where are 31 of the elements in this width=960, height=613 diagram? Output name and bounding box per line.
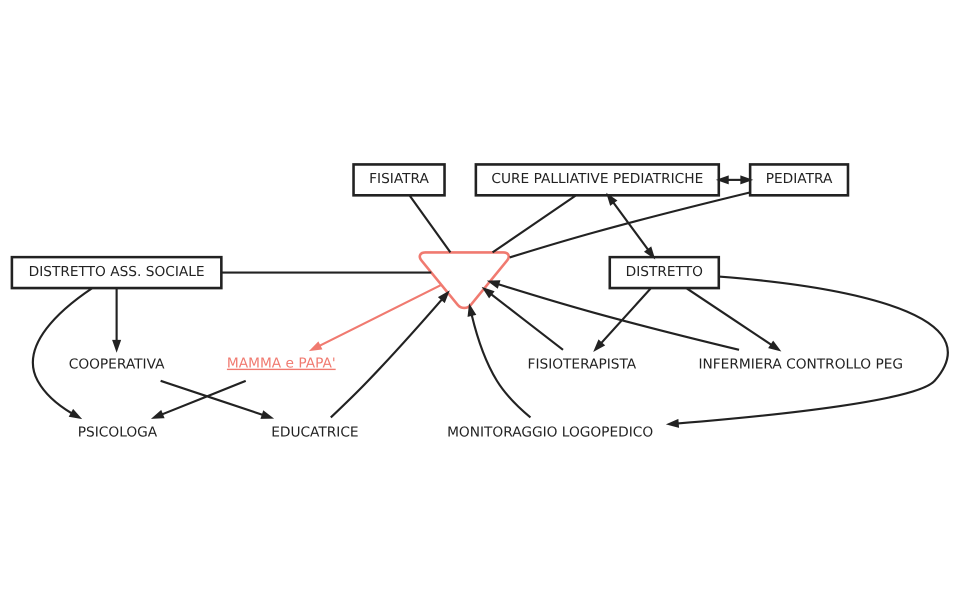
arrow xyxy=(308,284,442,352)
node-box: DISTRETTO ASS. SOCIALE xyxy=(10,256,223,290)
node-box: DISTRETTO xyxy=(608,256,720,290)
arrow xyxy=(486,280,740,351)
arrow xyxy=(330,290,450,418)
node-text: EDUCATRICE xyxy=(271,424,359,440)
arrow xyxy=(593,287,652,352)
arrow xyxy=(468,303,532,418)
connector xyxy=(222,272,432,274)
arrow xyxy=(606,192,656,260)
arrow xyxy=(482,286,564,351)
node-box: CURE PALLIATIVE PEDIATRICHE xyxy=(474,163,720,197)
node-box: FISIATRA xyxy=(352,163,446,197)
arrow xyxy=(150,380,246,419)
arrow xyxy=(32,287,93,420)
node-text: COOPERATIVA xyxy=(68,356,164,373)
node-text: INFERMIERA CONTROLLO PEG xyxy=(698,356,904,373)
node-box: PEDIATRA xyxy=(748,163,850,197)
node-heart xyxy=(418,251,510,310)
arrow xyxy=(112,288,122,353)
node-text: PSICOLOGA xyxy=(78,424,158,440)
arrow xyxy=(716,175,754,184)
arrow xyxy=(160,380,274,419)
node-text: FISIOTERAPISTA xyxy=(528,356,636,373)
node-text: MAMMA e PAPA' xyxy=(226,356,336,372)
connector xyxy=(509,191,750,258)
connector xyxy=(492,194,577,254)
node-text: MONITORAGGIO LOGOPEDICO xyxy=(447,424,654,440)
connector xyxy=(408,194,452,254)
arrow xyxy=(686,287,782,352)
arrow xyxy=(666,276,948,428)
